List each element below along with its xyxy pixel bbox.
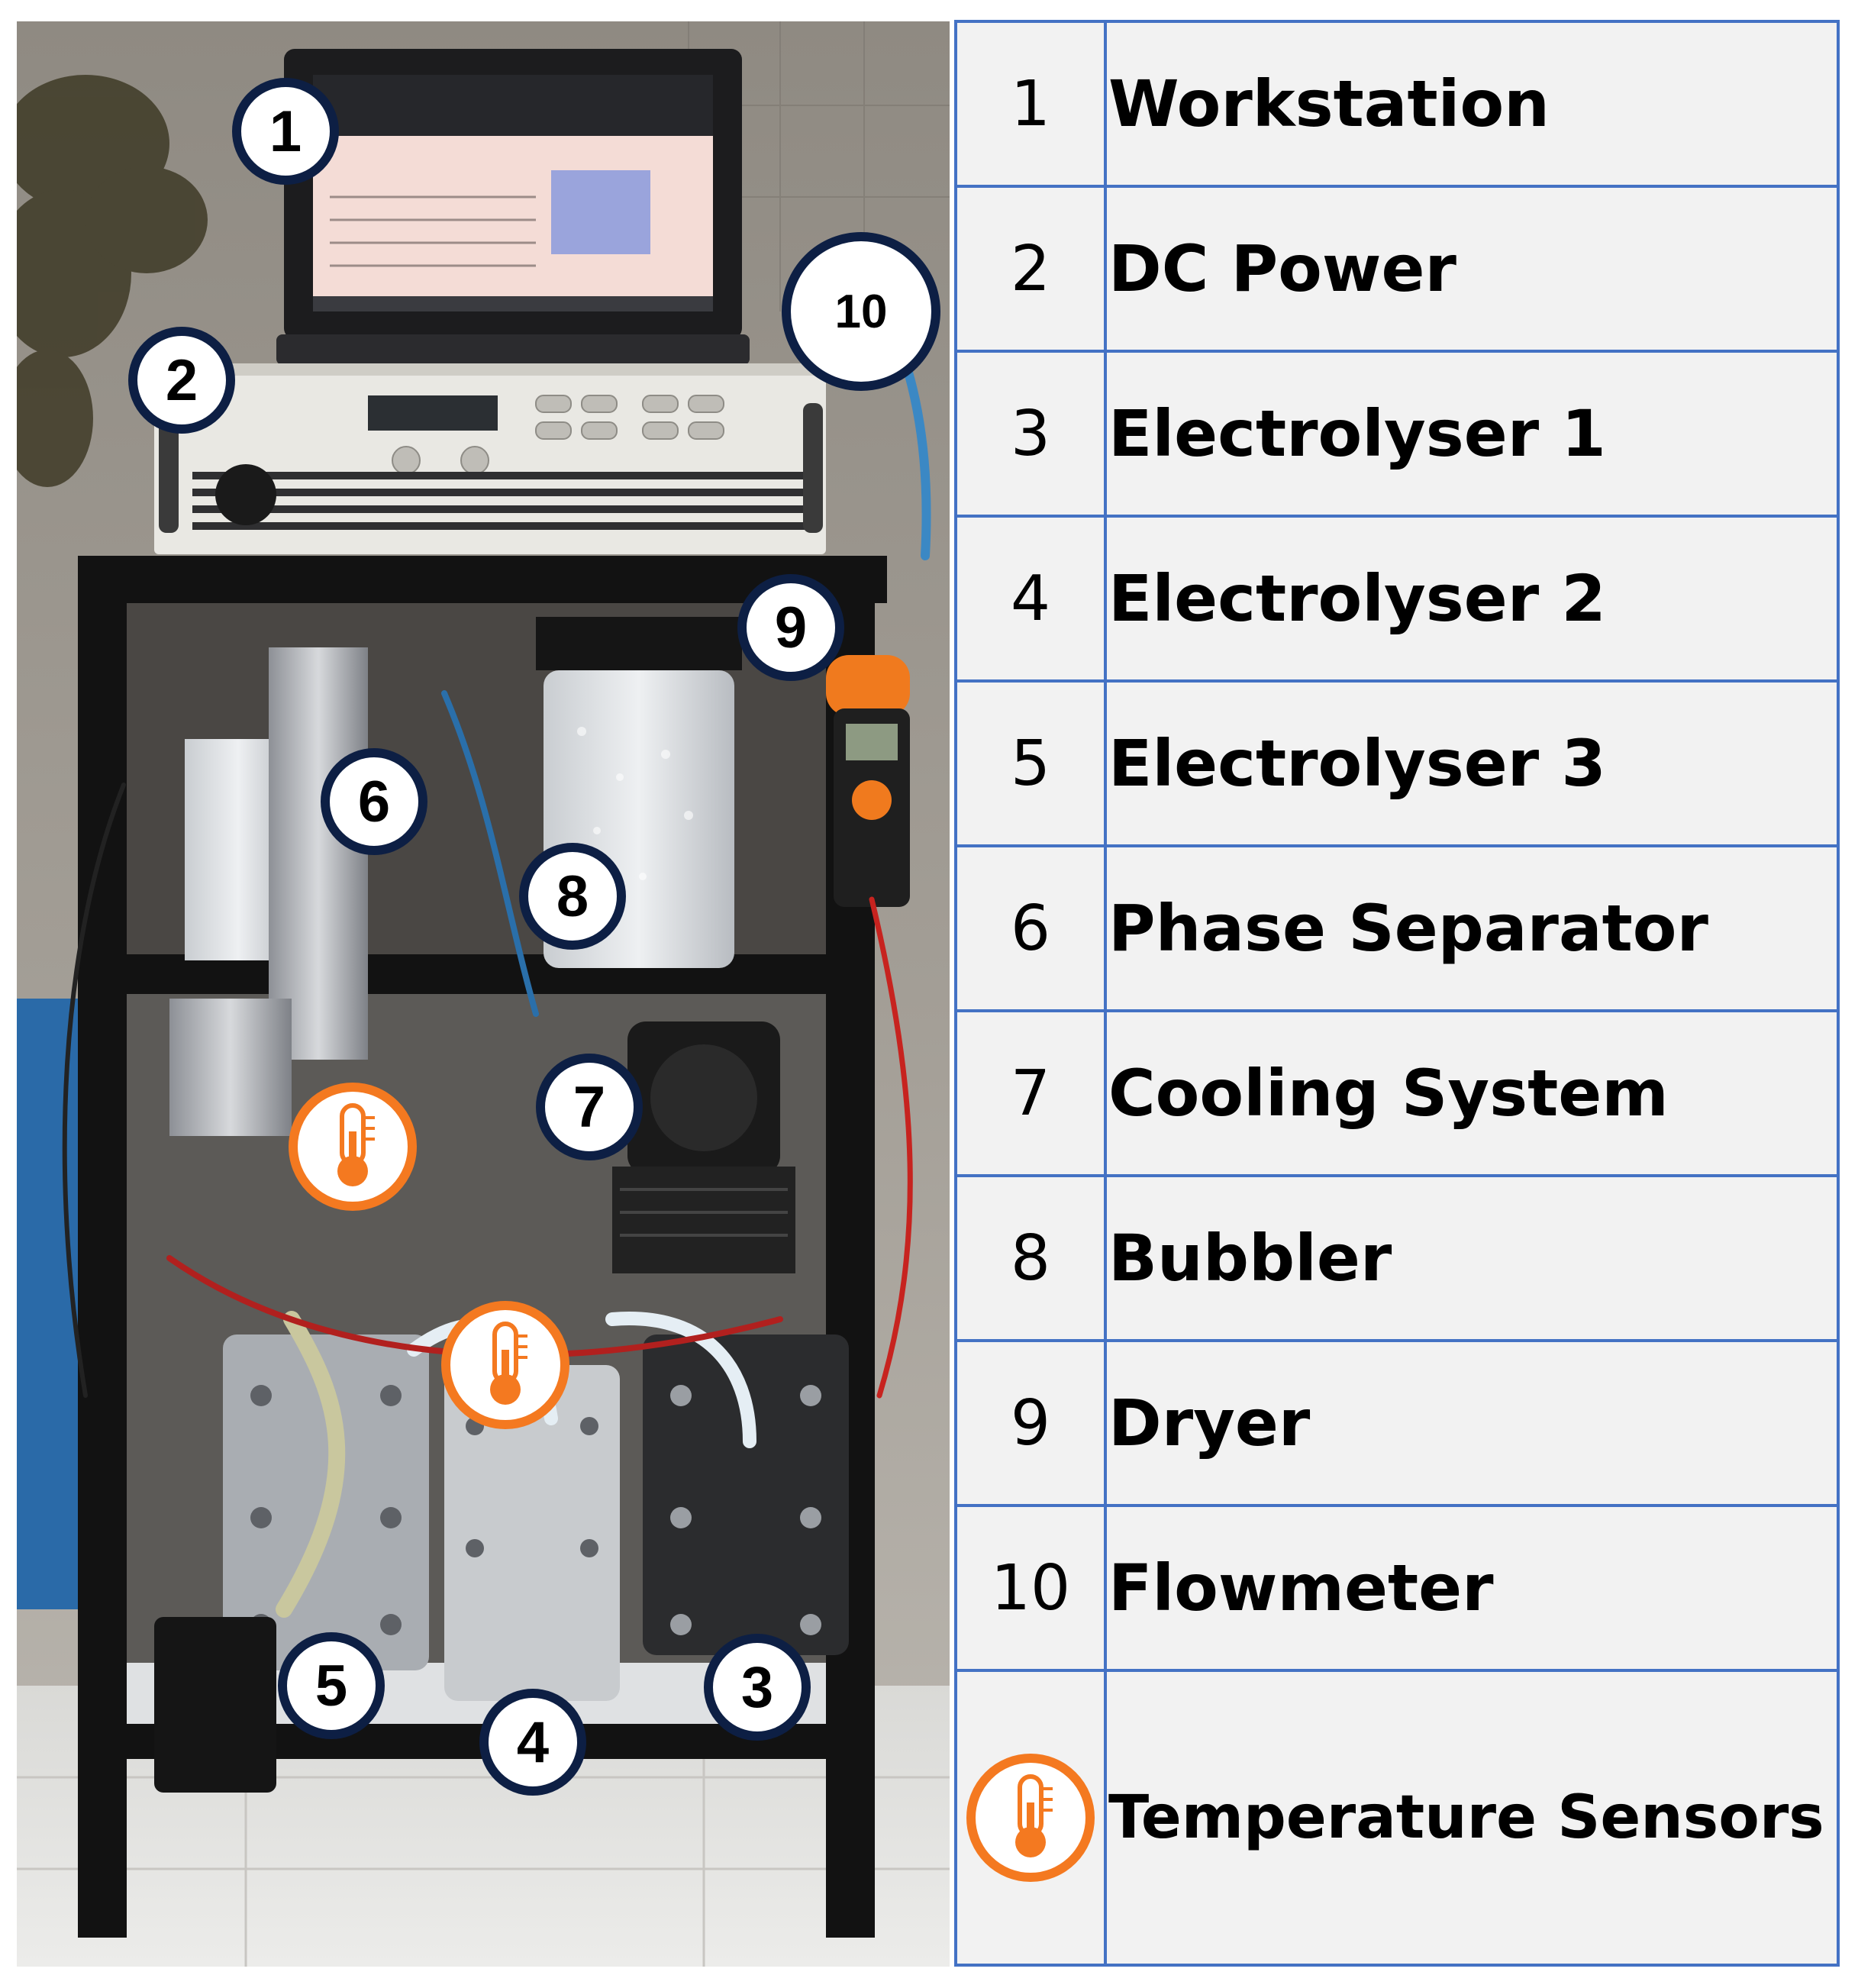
legend-number: 3 <box>957 353 1107 515</box>
callout-electrolyser-1: 3 <box>704 1634 811 1741</box>
legend-number: 7 <box>957 1012 1107 1174</box>
legend-row: 2 DC Power <box>957 188 1837 353</box>
callout-flowmeter: 10 <box>782 232 940 391</box>
legend-number: 1 <box>957 23 1107 185</box>
legend-row: 10 Flowmeter <box>957 1507 1837 1672</box>
legend-label: DC Power <box>1108 231 1456 306</box>
legend-label: Phase Separator <box>1108 891 1708 966</box>
temperature-sensor-marker <box>289 1083 417 1211</box>
legend-row: 9 Dryer <box>957 1342 1837 1507</box>
legend-sensor-symbol <box>957 1672 1107 1964</box>
legend-number: 4 <box>957 518 1107 679</box>
legend-label: Flowmeter <box>1108 1551 1494 1625</box>
legend-row: 5 Electrolyser 3 <box>957 683 1837 847</box>
callout-phase-separator: 6 <box>321 748 427 855</box>
legend-row: 6 Phase Separator <box>957 847 1837 1012</box>
legend-row: 7 Cooling System <box>957 1012 1837 1177</box>
legend-row: 3 Electrolyser 1 <box>957 353 1837 518</box>
legend-row: 8 Bubbler <box>957 1177 1837 1342</box>
legend-label: Electrolyser 2 <box>1108 561 1606 636</box>
legend-number: 10 <box>957 1507 1107 1669</box>
legend-label: Dryer <box>1108 1386 1311 1460</box>
callout-electrolyser-3: 5 <box>278 1632 385 1739</box>
callout-electrolyser-2: 4 <box>479 1689 586 1796</box>
legend-row: 1 Workstation <box>957 23 1837 188</box>
thermometer-icon <box>337 1103 375 1186</box>
legend-table: 1 Workstation 2 DC Power 3 Electrolyser … <box>954 20 1840 1967</box>
thermometer-icon <box>490 1322 527 1405</box>
legend-row: 4 Electrolyser 2 <box>957 518 1837 683</box>
temperature-sensor-marker <box>441 1301 569 1429</box>
legend-number: 6 <box>957 847 1107 1009</box>
equipment-photo: 1 2 3 4 5 6 7 8 9 10 <box>17 21 950 1967</box>
legend-label: Workstation <box>1108 66 1550 141</box>
legend-label: Bubbler <box>1108 1221 1392 1296</box>
legend-number: 9 <box>957 1342 1107 1504</box>
legend-label: Electrolyser 3 <box>1108 726 1606 801</box>
thermometer-icon <box>1015 1774 1053 1857</box>
legend-number: 8 <box>957 1177 1107 1339</box>
legend-number: 5 <box>957 683 1107 844</box>
legend-number: 2 <box>957 188 1107 350</box>
callout-bubbler: 8 <box>519 843 626 950</box>
callout-dc-power: 2 <box>128 327 235 434</box>
callout-workstation: 1 <box>232 78 339 185</box>
legend-label-temperature-sensors: Temperature Sensors <box>1108 1783 1824 1852</box>
legend-label: Electrolyser 1 <box>1108 396 1606 471</box>
temperature-sensor-legend-marker <box>966 1754 1095 1882</box>
callout-cooling-system: 7 <box>536 1054 643 1160</box>
callout-dryer: 9 <box>737 574 844 681</box>
legend-label: Cooling System <box>1108 1056 1669 1131</box>
legend-row-sensor: Temperature Sensors <box>957 1672 1837 1964</box>
